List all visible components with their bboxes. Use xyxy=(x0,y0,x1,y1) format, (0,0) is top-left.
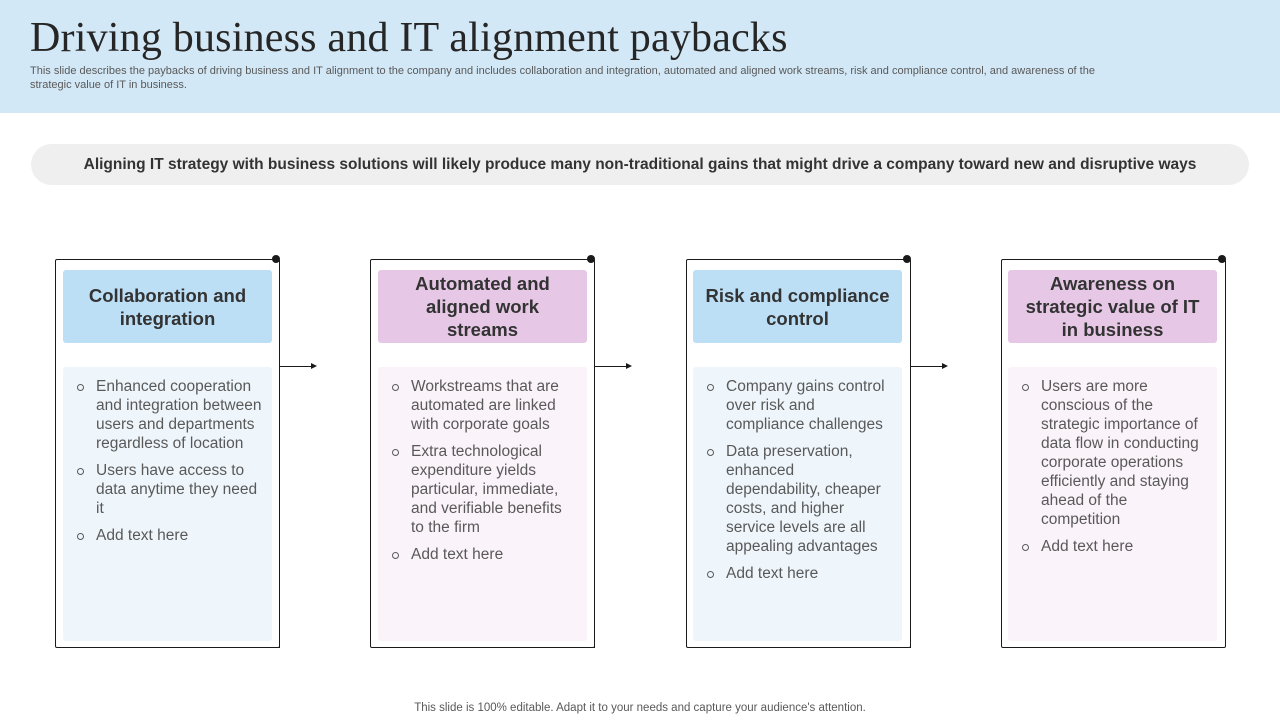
circle-bullet-icon xyxy=(392,552,399,559)
bullet-item: Extra technological expenditure yields p… xyxy=(392,442,577,537)
bullet-item: Users are more conscious of the strategi… xyxy=(1022,377,1207,529)
bullet-text: Users have access to data anytime they n… xyxy=(96,462,258,517)
bullet-list: Users are more conscious of the strategi… xyxy=(1022,377,1207,556)
bullet-text: Add text here xyxy=(726,565,819,582)
connector-dot xyxy=(587,255,595,263)
circle-bullet-icon xyxy=(77,384,84,391)
card-heading-awareness: Awareness on strategic value of IT in bu… xyxy=(1008,270,1217,343)
bullet-text: Extra technological expenditure yields p… xyxy=(411,443,562,536)
bullet-text: Enhanced cooperation and integration bet… xyxy=(96,378,262,452)
bullet-text: Company gains control over risk and comp… xyxy=(726,378,885,433)
connector-vertical-line xyxy=(594,366,596,648)
circle-bullet-icon xyxy=(392,449,399,456)
connector-horizontal-line xyxy=(279,366,312,368)
card-heading-text: Automated and aligned work streams xyxy=(415,273,550,340)
connector-horizontal-line xyxy=(910,366,943,368)
circle-bullet-icon xyxy=(77,533,84,540)
card-heading-risk: Risk and compliance control xyxy=(693,270,902,343)
circle-bullet-icon xyxy=(392,384,399,391)
card-frame-awareness xyxy=(1001,259,1226,648)
card-body-collaboration: Enhanced cooperation and integration bet… xyxy=(63,367,272,641)
bullet-item: Add text here xyxy=(392,545,577,564)
connector-vertical-line xyxy=(279,366,281,648)
card-heading-text: Awareness on strategic value of IT in bu… xyxy=(1025,273,1200,340)
arrow-right-icon xyxy=(626,363,632,369)
bullet-item: Enhanced cooperation and integration bet… xyxy=(77,377,262,453)
card-heading-automated: Automated and aligned work streams xyxy=(378,270,587,343)
circle-bullet-icon xyxy=(707,571,714,578)
connector-horizontal-line xyxy=(594,366,627,368)
circle-bullet-icon xyxy=(1022,384,1029,391)
card-heading-text: Risk and compliance control xyxy=(705,284,890,329)
bullet-item: Users have access to data anytime they n… xyxy=(77,461,262,518)
bullet-text: Add text here xyxy=(96,527,189,544)
bullet-item: Data preservation, enhanced dependabilit… xyxy=(707,442,892,556)
bullet-text: Workstreams that are automated are linke… xyxy=(411,378,559,433)
connector-dot xyxy=(903,255,911,263)
bullet-item: Add text here xyxy=(707,564,892,583)
header-band: Driving business and IT alignment paybac… xyxy=(0,0,1280,113)
slide-title: Driving business and IT alignment paybac… xyxy=(30,15,788,61)
bullet-text: Add text here xyxy=(1041,538,1134,555)
bullet-item: Add text here xyxy=(1022,537,1207,556)
bullet-list: Enhanced cooperation and integration bet… xyxy=(77,377,262,545)
bullet-item: Company gains control over risk and comp… xyxy=(707,377,892,434)
circle-bullet-icon xyxy=(707,449,714,456)
bullet-item: Workstreams that are automated are linke… xyxy=(392,377,577,434)
card-body-awareness: Users are more conscious of the strategi… xyxy=(1008,367,1217,641)
circle-bullet-icon xyxy=(77,468,84,475)
connector-dot xyxy=(1218,255,1226,263)
card-body-risk: Company gains control over risk and comp… xyxy=(693,367,902,641)
connector-dot xyxy=(272,255,280,263)
arrow-right-icon xyxy=(942,363,948,369)
bullet-text: Add text here xyxy=(411,546,504,563)
slide-subtitle: This slide describes the paybacks of dri… xyxy=(30,65,1095,91)
connector-vertical-line xyxy=(910,366,912,648)
bullet-list: Company gains control over risk and comp… xyxy=(707,377,892,583)
card-heading-collaboration: Collaboration and integration xyxy=(63,270,272,343)
bullet-list: Workstreams that are automated are linke… xyxy=(392,377,577,564)
summary-banner-text: Aligning IT strategy with business solut… xyxy=(83,155,1197,173)
summary-banner: Aligning IT strategy with business solut… xyxy=(31,144,1249,185)
circle-bullet-icon xyxy=(1022,544,1029,551)
card-body-automated: Workstreams that are automated are linke… xyxy=(378,367,587,641)
footer-note: This slide is 100% editable. Adapt it to… xyxy=(414,702,866,714)
bullet-text: Users are more conscious of the strategi… xyxy=(1041,378,1199,528)
circle-bullet-icon xyxy=(707,384,714,391)
bullet-item: Add text here xyxy=(77,526,262,545)
arrow-right-icon xyxy=(311,363,317,369)
card-heading-text: Collaboration and integration xyxy=(88,284,247,329)
bullet-text: Data preservation, enhanced dependabilit… xyxy=(726,443,881,555)
